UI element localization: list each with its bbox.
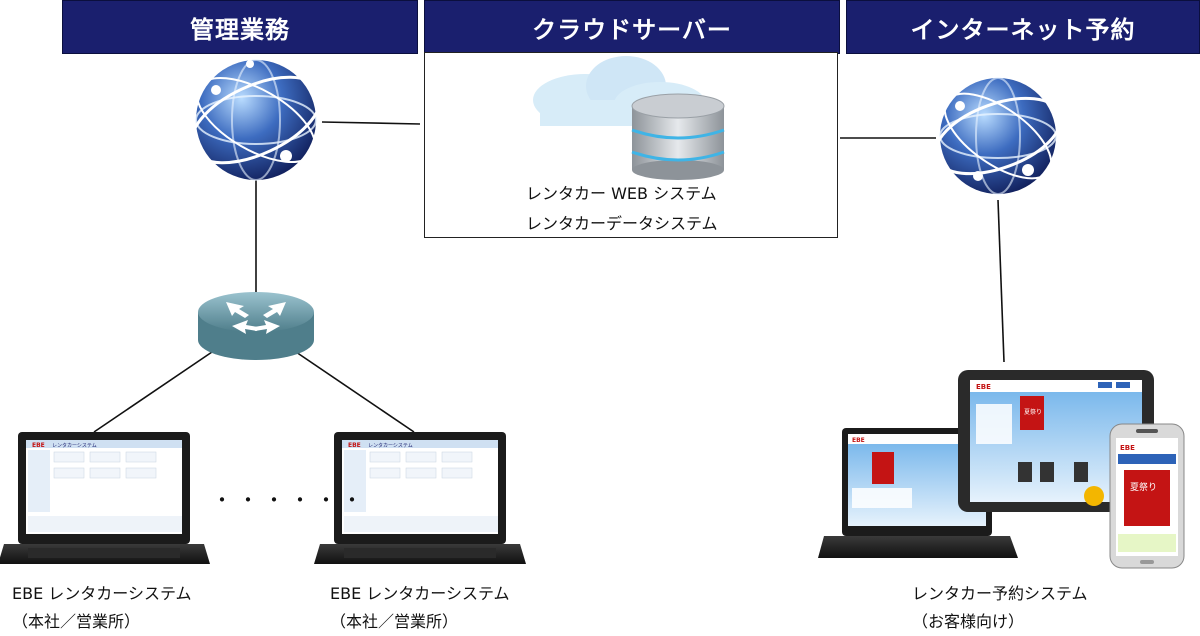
devices-name: レンタカー予約システム — [912, 584, 1088, 603]
line-globe-right-to-devices — [997, 199, 1005, 363]
line-globe-left-to-cloud — [321, 121, 421, 125]
management-title: 管理業務 — [190, 15, 290, 44]
smartphone-icon: EBE 夏祭り — [1109, 423, 1185, 569]
phone-poster: 夏祭り — [1130, 481, 1157, 493]
internet-reservation-title: インターネット予約 — [910, 15, 1136, 44]
laptop-left-scope: （本社／営業所） — [12, 612, 141, 631]
screen-logo-left: EBE — [32, 442, 45, 449]
devices-icon: EBE EBE 夏祭り EBE 夏祭り — [818, 370, 1185, 569]
connection-lines — [93, 121, 1005, 433]
laptop-right-scope: （本社／営業所） — [330, 612, 459, 631]
cloud-service-data: レンタカーデータシステム — [526, 214, 718, 233]
phone-logo: EBE — [1120, 444, 1135, 452]
devices-scope: （お客様向け） — [912, 612, 1025, 631]
customer-laptop-icon: EBE — [818, 428, 1018, 558]
screen-logo-right: EBE — [348, 442, 361, 449]
tablet-logo: EBE — [976, 383, 991, 391]
management-banner: 管理業務 — [62, 0, 418, 54]
laptop-icon-right: EBE レンタカーシステム — [314, 432, 526, 564]
cloud-service-web: レンタカー WEB システム — [526, 184, 717, 203]
tablet-poster: 夏祭り — [1024, 408, 1042, 416]
screen-title-left: レンタカーシステム — [52, 442, 97, 449]
laptop-left-name: EBE レンタカーシステム — [12, 584, 192, 603]
laptop-icon-left: EBE レンタカーシステム — [0, 432, 210, 564]
more-terminals-ellipsis: ・・・・・・ — [212, 488, 368, 512]
line-router-to-laptop-left — [93, 351, 213, 433]
router-icon — [198, 292, 314, 360]
laptop-right-name: EBE レンタカーシステム — [330, 584, 510, 603]
database-icon — [631, 93, 725, 180]
cloud-server-title: クラウドサーバー — [532, 15, 732, 44]
customer-laptop-logo: EBE — [852, 437, 865, 444]
line-router-to-laptop-right — [295, 351, 415, 433]
internet-reservation-banner: インターネット予約 — [846, 0, 1200, 54]
globe-icon-management — [189, 59, 323, 181]
screen-title-right: レンタカーシステム — [368, 442, 413, 449]
globe-icon-internet — [933, 77, 1063, 195]
